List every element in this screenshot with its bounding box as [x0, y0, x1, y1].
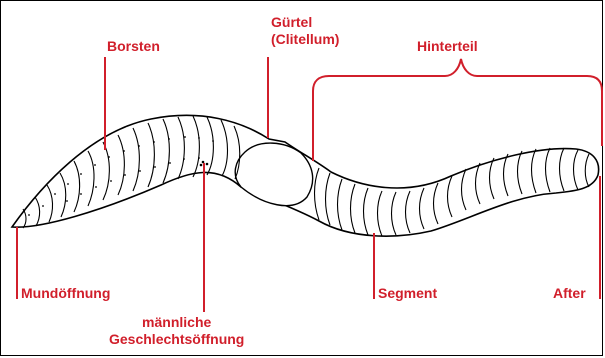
label-guertel: Gürtel (Clitellum)	[271, 14, 339, 48]
label-guertel-line2: (Clitellum)	[271, 31, 339, 48]
label-maennliche-line1: männliche	[109, 314, 244, 331]
label-segment: Segment	[378, 285, 437, 302]
hinterteil-bracket	[313, 59, 602, 161]
label-after: After	[553, 285, 586, 302]
label-borsten: Borsten	[107, 38, 160, 55]
label-hinterteil: Hinterteil	[417, 38, 478, 55]
label-maennliche-line2: Geschlechtsöffnung	[109, 331, 244, 348]
label-mundoeffnung: Mundöffnung	[21, 285, 110, 302]
label-guertel-line1: Gürtel	[271, 14, 339, 31]
label-maennliche-geschlechtsoeffnung: männliche Geschlechtsöffnung	[109, 314, 244, 348]
clitellum-outline	[235, 143, 312, 206]
